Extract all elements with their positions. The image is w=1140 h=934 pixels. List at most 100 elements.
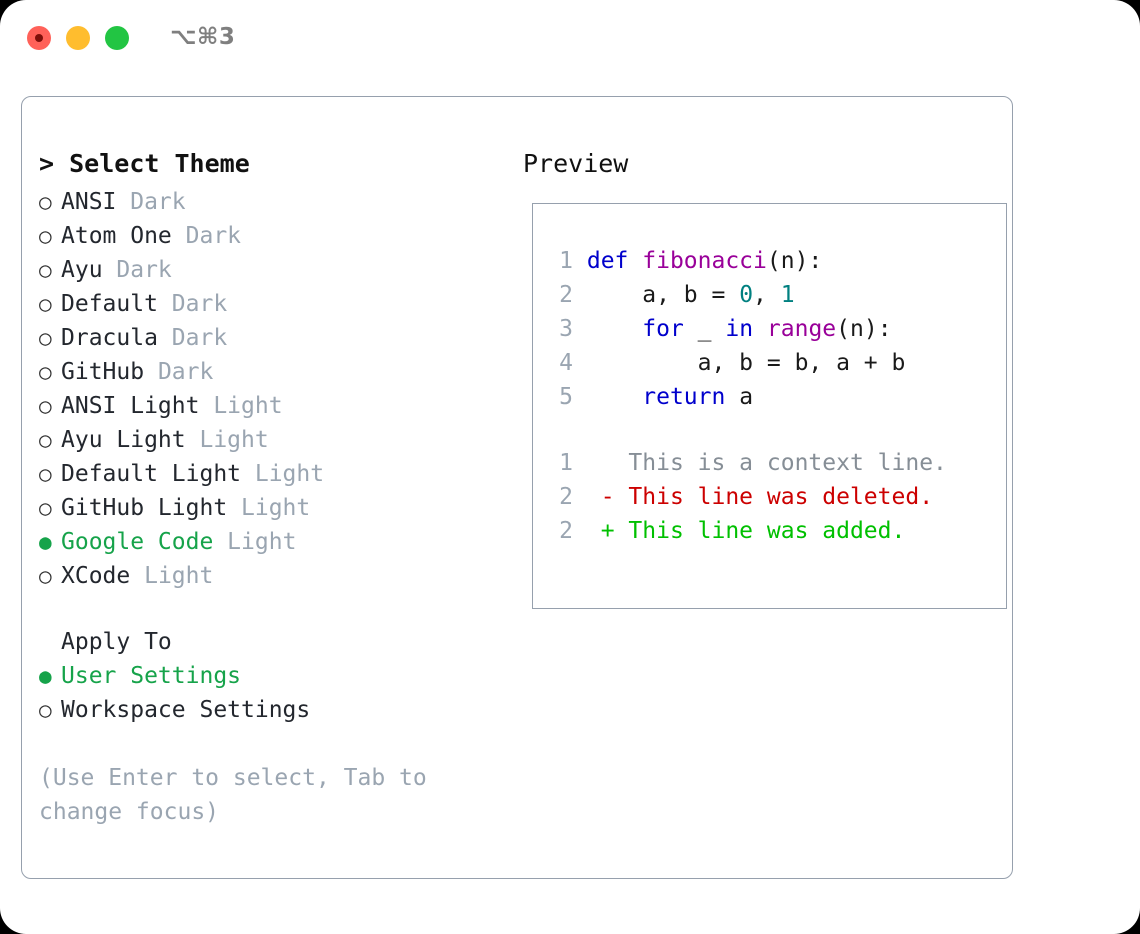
theme-option-tag: Light [227, 495, 311, 521]
code-token-plain: a, b = [586, 282, 740, 308]
theme-option-tag: Light [185, 427, 269, 453]
code-token-function: range [766, 316, 837, 342]
code-token-number: 1 [780, 282, 795, 308]
apply-to-option-workspace-settings[interactable]: ○Workspace Settings [39, 693, 469, 727]
code-line: 2 a, b = 0, 1 [543, 278, 998, 312]
keyboard-shortcut-label: ⌥⌘3 [170, 24, 236, 50]
radio-unselected-icon: ○ [39, 428, 52, 452]
apply-to-heading-label: Apply To [61, 629, 172, 655]
code-token-keyword: in [725, 316, 754, 342]
code-token-plain: , [753, 282, 781, 308]
code-line: 1 def fibonacci(n): [543, 244, 998, 278]
traffic-light-group [27, 26, 129, 50]
theme-option-xcode[interactable]: ○XCode Light [39, 559, 469, 593]
code-token-keyword: for [642, 316, 684, 342]
preview-spacer [543, 414, 998, 446]
theme-option-tag: Dark [102, 257, 172, 283]
theme-option-tag: Dark [116, 189, 186, 215]
theme-option-label: Ayu Light [61, 427, 186, 453]
theme-option-label: GitHub Light [61, 495, 228, 521]
code-token-plain [753, 316, 767, 342]
line-number: 2 [559, 484, 573, 510]
radio-unselected-icon: ○ [39, 292, 52, 316]
select-theme-heading: > Select Theme [39, 149, 250, 178]
radio-unselected-icon: ○ [39, 224, 52, 248]
theme-option-github-light[interactable]: ○ GitHub Light Light [39, 491, 469, 525]
minimize-window-button[interactable] [66, 26, 90, 50]
preview-heading: Preview [523, 149, 629, 178]
code-token-plain [587, 316, 642, 342]
apply-to-option-user-settings[interactable]: ● User Settings [39, 659, 469, 693]
theme-option-dracula[interactable]: ○ Dracula Dark [39, 321, 469, 355]
theme-option-tag: Dark [157, 325, 228, 351]
theme-option-tag: Dark [171, 223, 242, 249]
zoom-window-button[interactable] [105, 26, 129, 50]
theme-option-tag: Dark [144, 359, 214, 385]
theme-option-list[interactable]: ○ANSI Dark○Atom One Dark○Ayu Dark○Defaul… [39, 185, 469, 593]
diff-line-added: 2 + This line was added. [543, 514, 998, 548]
code-token-plain: _ [683, 316, 726, 342]
select-theme-heading-label: Select Theme [69, 149, 250, 178]
code-line: 5 return a [543, 380, 998, 414]
radio-unselected-icon: ○ [39, 496, 52, 520]
theme-option-label: Google Code [61, 529, 214, 555]
radio-unselected-icon: ○ [39, 564, 52, 588]
apply-to-group: ○Apply To ●User Settings○Workspace Setti… [39, 625, 469, 727]
theme-option-ansi-light[interactable]: ○ANSI Light Light [39, 389, 469, 423]
radio-unselected-icon: ○ [39, 190, 52, 214]
theme-option-tag: Dark [157, 291, 228, 317]
code-line: 3 for _ in range(n): [543, 312, 998, 346]
code-token-number: 0 [739, 282, 754, 308]
theme-option-label: Default Light [61, 461, 242, 487]
theme-option-label: Ayu [61, 257, 103, 283]
theme-option-label: Default [61, 291, 158, 317]
keyboard-hint-text: (Use Enter to select, Tab to change focu… [39, 765, 427, 825]
theme-option-ayu[interactable]: ○ Ayu Dark [39, 253, 469, 287]
theme-option-atom-one[interactable]: ○Atom One Dark [39, 219, 469, 253]
diff-line-deleted: 2 - This line was deleted. [543, 480, 998, 514]
line-number: 5 [559, 384, 573, 410]
theme-option-label: Dracula [61, 325, 158, 351]
diff-sign: - [600, 484, 615, 510]
theme-option-github[interactable]: ○ GitHub Dark [39, 355, 469, 389]
line-number: 1 [559, 248, 573, 274]
apply-to-option-list[interactable]: ● User Settings ○Workspace Settings [39, 659, 469, 727]
theme-option-google-code[interactable]: ●Google Code Light [39, 525, 469, 559]
line-number: 2 [559, 282, 573, 308]
diff-text: This line was deleted. [614, 484, 934, 510]
radio-unselected-icon: ○ [39, 326, 52, 350]
theme-option-tag: Light [130, 563, 214, 589]
theme-option-label: GitHub [61, 359, 145, 385]
close-window-button[interactable] [27, 26, 51, 50]
line-number: 2 [559, 518, 573, 544]
line-number: 4 [559, 350, 573, 376]
theme-option-label: ANSI [61, 189, 117, 215]
code-token-plain: a [725, 384, 754, 410]
apply-to-option-label: Workspace Settings [61, 697, 311, 723]
radio-unselected-icon: ○ [39, 360, 52, 384]
theme-option-default-light[interactable]: ○Default Light Light [39, 457, 469, 491]
radio-selected-icon: ● [39, 530, 52, 554]
theme-option-tag: Light [199, 393, 283, 419]
apply-to-heading-spacer: ○ [39, 625, 61, 659]
theme-option-ayu-light[interactable]: ○ Ayu Light Light [39, 423, 469, 457]
code-token-keyword: def [586, 248, 643, 274]
code-token-plain: (n): [836, 316, 892, 342]
line-number: 3 [559, 316, 573, 342]
theme-option-default[interactable]: ○ Default Dark [39, 287, 469, 321]
code-token-function: fibonacci [642, 248, 767, 274]
code-token-plain: (n): [766, 248, 823, 274]
diff-line-context: 1 This is a context line. [543, 446, 998, 480]
theme-picker-card: > Select Theme ○ANSI Dark○Atom One Dark○… [21, 96, 1013, 879]
radio-unselected-icon: ○ [39, 258, 52, 282]
title-bar: ⌥⌘3 [0, 0, 1140, 76]
apply-to-option-label: User Settings [61, 663, 242, 689]
apply-to-heading: ○Apply To [39, 625, 469, 659]
theme-option-ansi[interactable]: ○ ANSI Dark [39, 185, 469, 219]
radio-selected-icon: ● [39, 664, 52, 688]
code-token-plain [587, 384, 642, 410]
